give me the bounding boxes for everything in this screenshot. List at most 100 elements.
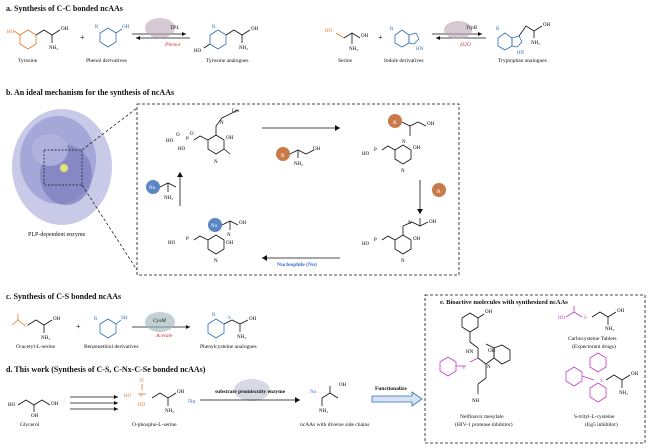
- svg-text:HO: HO: [138, 403, 146, 408]
- svg-text:+: +: [378, 33, 383, 42]
- svg-text:OH: OH: [249, 317, 257, 322]
- svg-text:HO: HO: [178, 147, 186, 152]
- svg-text:HO: HO: [362, 242, 370, 247]
- svg-text:S: S: [584, 316, 587, 321]
- nelfinavir-structure: [461, 312, 511, 394]
- acetyl-serine-label: O-acetyl-L-serine: [16, 344, 56, 350]
- nelfinavir-name: Nelfinavir mesylate: [460, 414, 504, 420]
- benzenethiol-label: Benzenethiol derivatives: [84, 344, 139, 350]
- r-badge-3: R: [437, 189, 441, 195]
- carbocysteine-name: Carbocysteine Tablets: [568, 336, 617, 342]
- promiscuity-enzyme-label: substrate promiscuity enzyme: [215, 389, 286, 395]
- svg-text:O: O: [24, 324, 28, 329]
- protein-image: [12, 109, 112, 225]
- svg-text:R: R: [94, 317, 98, 322]
- r-badge-1: R: [281, 153, 285, 159]
- tyrosine-analogues-label: Tyrosine analogues: [206, 58, 249, 64]
- svg-text:P: P: [374, 148, 377, 153]
- svg-text:Nu: Nu: [310, 390, 317, 395]
- svg-text:P: P: [186, 137, 189, 142]
- svg-text:N: N: [402, 140, 406, 145]
- svg-text:OH: OH: [339, 383, 347, 388]
- svg-text:P: P: [374, 238, 377, 243]
- svg-text:OH: OH: [427, 122, 435, 127]
- svg-text:OH: OH: [122, 25, 130, 30]
- trpb-enzyme-label: TrpB: [466, 25, 478, 31]
- nu-badge-1: Nu: [211, 224, 218, 229]
- svg-text:HO: HO: [362, 152, 370, 157]
- svg-text:N: N: [408, 221, 412, 226]
- svg-text:S: S: [600, 379, 603, 384]
- svg-text:N: N: [220, 121, 224, 126]
- svg-text:HO: HO: [8, 403, 16, 408]
- svg-text:OH: OH: [361, 34, 369, 39]
- nucleophile-label: Nucleophile (Nu): [277, 262, 317, 268]
- phenol-label: Phenol derivatives: [86, 58, 127, 64]
- svg-text:OH: OH: [485, 310, 493, 315]
- acetate-byproduct-label: Acetate: [156, 333, 173, 339]
- svg-text:HO: HO: [166, 139, 174, 144]
- trityl-cysteine-name: S-trityl-L-cysteine: [574, 414, 615, 420]
- svg-text:+: +: [76, 322, 81, 331]
- svg-text:OH: OH: [429, 220, 437, 225]
- svg-text:NH₂: NH₂: [294, 162, 303, 167]
- svg-text:P: P: [186, 237, 189, 242]
- svg-text:NH₂: NH₂: [165, 409, 174, 414]
- ncaa-product-label: ncAAs with diverse side chains: [300, 422, 370, 428]
- svg-text:NH₂: NH₂: [49, 46, 58, 51]
- section-b-title: b. An ideal mechanism for the synthesis …: [6, 88, 175, 97]
- phenylcysteine-label: Phenylcysteine analogues: [200, 344, 257, 350]
- svg-text:NH₂: NH₂: [605, 327, 614, 332]
- svg-text:NH₂: NH₂: [531, 41, 540, 46]
- tyrosine-label: Tyrosine: [18, 58, 38, 64]
- section-d-title: d. This work (Synthesis of C-S, C-Nx-C-S…: [6, 365, 206, 374]
- section-a-title: a. Synthesis of C-C bonded ncAAs: [6, 4, 123, 13]
- svg-text:OH: OH: [413, 146, 421, 151]
- svg-text:S: S: [228, 316, 231, 321]
- glycerol-label: Glycerol: [20, 422, 40, 428]
- svg-text:HO: HO: [325, 29, 333, 34]
- svg-text:N: N: [227, 233, 231, 238]
- svg-text:HN: HN: [416, 47, 424, 52]
- nelfinavir-desc: (HIV-1 protease inhibitor): [455, 422, 513, 428]
- svg-text:HO: HO: [194, 49, 202, 54]
- svg-text:N: N: [401, 259, 405, 264]
- svg-text:OH: OH: [177, 390, 185, 395]
- r-badge-2: R: [393, 120, 397, 126]
- svg-text:O: O: [176, 133, 180, 138]
- svg-text:N: N: [487, 365, 491, 370]
- svg-text:OH: OH: [61, 27, 69, 32]
- svg-text:OH: OH: [251, 27, 259, 32]
- svg-text:NH₂: NH₂: [349, 47, 358, 52]
- svg-text:+: +: [80, 33, 85, 42]
- svg-text:R: R: [390, 27, 394, 32]
- svg-text:OH: OH: [313, 147, 321, 152]
- svg-text:OH: OH: [226, 136, 234, 141]
- svg-text:OH: OH: [51, 402, 59, 407]
- svg-text:HO: HO: [124, 394, 132, 399]
- svg-text:R: R: [95, 25, 99, 30]
- cysm-enzyme-label: CysM: [153, 318, 166, 324]
- svg-text:NH₂: NH₂: [619, 391, 628, 396]
- svg-text:OH: OH: [226, 241, 234, 246]
- serine-label: Serine: [338, 58, 353, 64]
- phospho-serine-label: O-phospho-L-serine: [132, 422, 177, 428]
- phenol-structure: [99, 27, 123, 48]
- functionalize-label: Functionalize: [375, 386, 407, 392]
- svg-text:N: N: [401, 169, 405, 174]
- svg-text:P: P: [140, 394, 143, 399]
- carbocysteine-desc: (Expectorant drugs): [572, 344, 616, 350]
- svg-text:NH₂: NH₂: [237, 335, 246, 340]
- svg-text:OH: OH: [413, 237, 421, 242]
- section-c-title: c. Synthesis of C-S bonded ncAAs: [6, 292, 122, 301]
- svg-text:OH: OH: [543, 23, 551, 28]
- svg-text:R: R: [212, 313, 216, 318]
- svg-text:OH: OH: [631, 372, 639, 377]
- indole-label: Indole derivatives: [384, 58, 424, 64]
- section-e-title: e. Bioactive molecules with synthesized …: [440, 299, 568, 306]
- svg-text:NH: NH: [472, 399, 480, 404]
- svg-text:HO: HO: [558, 316, 566, 321]
- tpl-enzyme-label: TPL: [170, 25, 180, 31]
- svg-text:N: N: [214, 160, 218, 165]
